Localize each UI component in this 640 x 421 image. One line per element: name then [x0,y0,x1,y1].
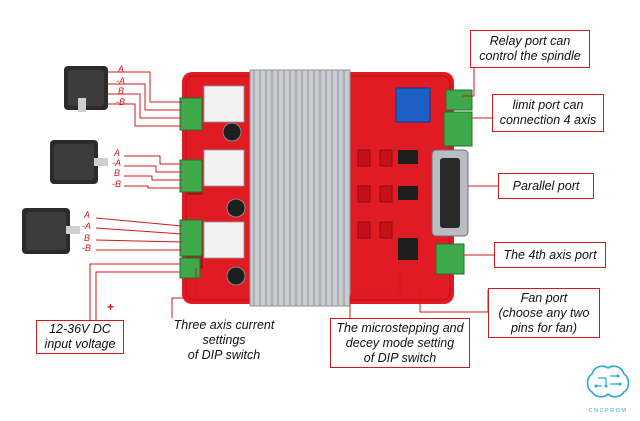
callout-relay-line-2: control the spindle [479,49,581,63]
callout-parallel-line-1: Parallel port [512,178,580,193]
callout-microstep-line-1: The microstepping and [336,320,464,335]
callout-power-line-2: input voltage [44,337,116,351]
relay [395,87,431,123]
wire-label-motor3-nb: -B [82,243,91,253]
callout-microstep-line-2: decey mode setting [345,335,455,350]
ics [398,150,418,260]
wire-label-motor2-na: -A [112,158,121,168]
callout-microstep-dip: The microstepping and decey mode setting… [330,318,470,368]
driver-modules [203,85,245,259]
brain-logo-icon [586,365,630,398]
microstep-dip-switches [357,149,393,239]
wire-label-motor1-nb: -B [116,97,125,107]
wire-label-motor3-b: B [84,233,91,243]
callout-fan-line-1: Fan port [520,290,568,305]
power-wires [89,263,180,320]
label-current-line-3: of DIP switch [187,348,261,362]
callout-power-line-1: 12-36V DC [49,322,111,336]
power-plus-label: + [107,300,115,314]
wire-label-motor3-a: A [84,210,91,220]
terminal-blocks [179,89,473,279]
callout-power-input: 12-36V DC input voltage [36,320,124,354]
wires-motor-2 [124,155,182,189]
callout-fan-port: Fan port (choose any two pins for fan) [488,288,600,338]
stepper-motor-3 [22,208,80,254]
callout-limit-line-2: connection 4 axis [499,113,597,127]
brand-text: CNCPROM [588,408,628,414]
wire-label-motor2-nb: -B [112,179,121,189]
stepper-motor-2 [50,140,108,184]
wire-label-motor1-na: -A [116,76,125,86]
wire-label-motor2-b: B [114,168,121,178]
callout-parallel-port: Parallel port [498,173,594,199]
wire-label-motor3-na: -A [82,221,91,231]
heatsink [249,69,351,307]
wire-label-motor2-a: A [114,148,121,158]
callout-limit-line-1: limit port can [512,98,584,112]
stepper-motor-1 [64,66,108,112]
callout-fan-line-3: pins for fan) [510,320,577,335]
capacitors [222,122,246,286]
wire-label-motor1-a: A [118,64,125,74]
parallel-port-connector [431,149,469,237]
wires-motor-3 [95,217,183,251]
wire-label-motor1-b: B [118,86,125,96]
wires-motor-1 [108,71,182,127]
callout-fourth-axis-port: The 4th axis port [494,242,606,268]
callout-microstep-line-3: of DIP switch [363,350,437,365]
label-current-line-1: Three axis current [173,318,275,332]
callout-limit-port: limit port can connection 4 axis [492,94,604,132]
label-current-dip: Three axis current settings of DIP switc… [166,318,282,363]
callout-fourth-axis-line-1: The 4th axis port [503,247,597,262]
callout-relay-line-1: Relay port can [489,34,571,48]
label-current-line-2: settings [202,333,246,347]
callout-fan-line-2: (choose any two [498,305,590,320]
callout-relay-port: Relay port can control the spindle [470,30,590,68]
